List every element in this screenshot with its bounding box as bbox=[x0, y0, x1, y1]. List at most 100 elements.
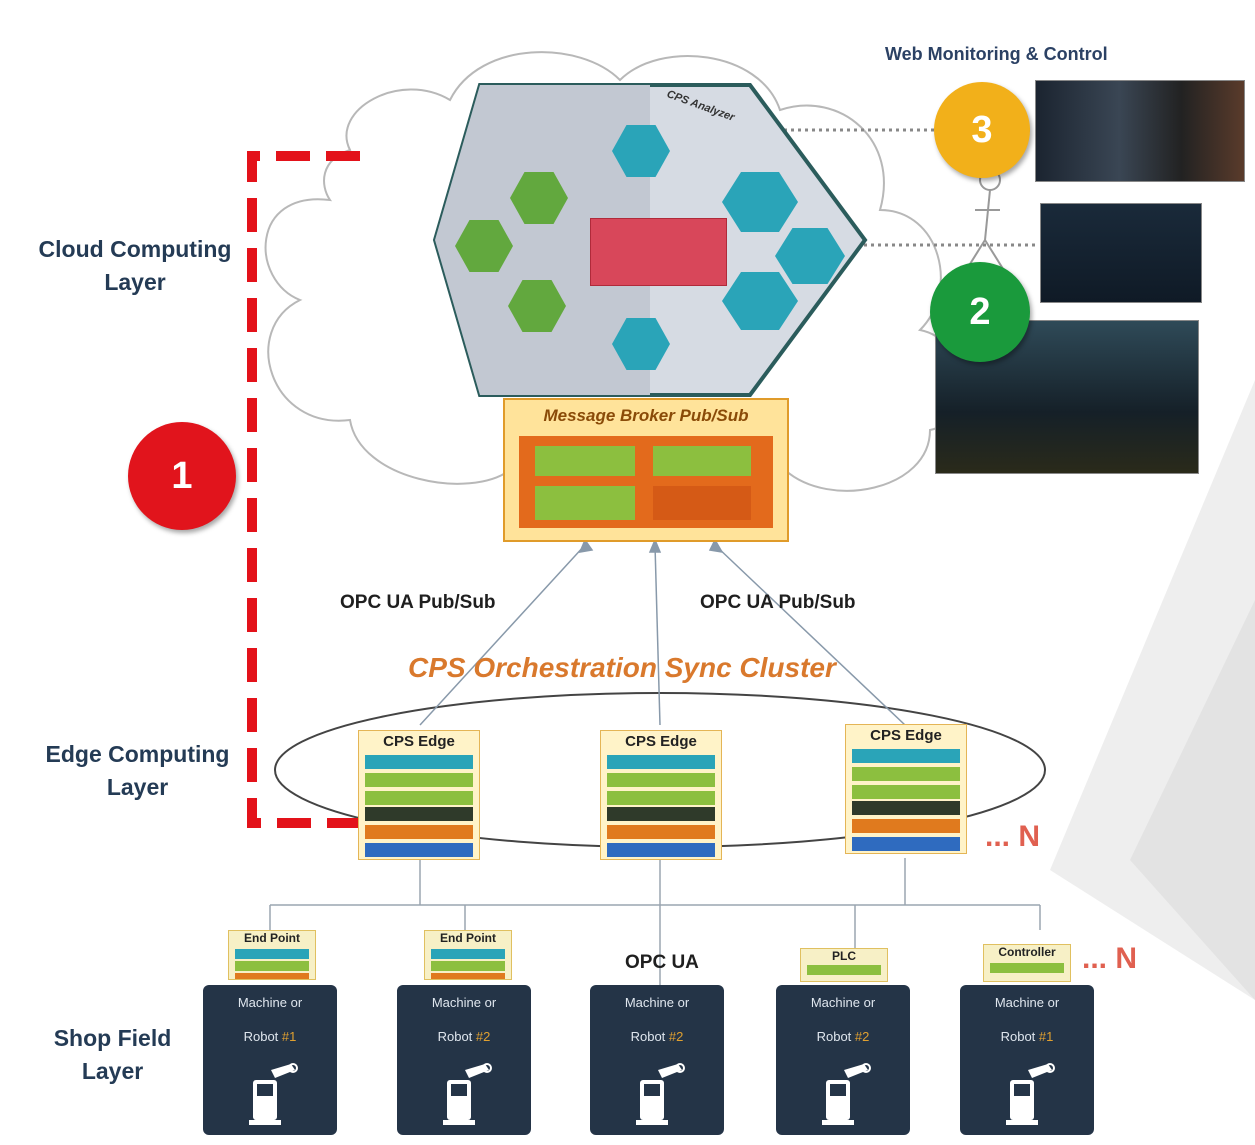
edge-band bbox=[365, 755, 473, 769]
edge-band bbox=[365, 843, 473, 857]
machine-robot-label: Robot #2 bbox=[590, 1029, 724, 1044]
badge-3: 3 bbox=[934, 82, 1030, 178]
opc-ua-logo: OPC UA bbox=[625, 952, 699, 973]
endpoint-band bbox=[807, 965, 881, 975]
dashboard-screenshot bbox=[1040, 203, 1202, 303]
machine-card: Machine or Robot #2 bbox=[590, 985, 724, 1135]
opc-ua-pubsub-right: OPC UA Pub/Sub bbox=[700, 592, 856, 614]
hex-node bbox=[508, 280, 566, 332]
robot-number: #2 bbox=[475, 1029, 491, 1044]
web-monitoring-title: Web Monitoring & Control bbox=[885, 44, 1108, 64]
n-marker-shop: ... N bbox=[1082, 942, 1138, 975]
hex-node bbox=[722, 172, 798, 232]
machine-robot-label: Robot #2 bbox=[397, 1029, 531, 1044]
broker-cell bbox=[535, 486, 635, 520]
cps-edge-box: CPS Edge bbox=[358, 730, 480, 860]
machine-label: Machine or bbox=[810, 995, 876, 1010]
endpoint-band bbox=[431, 961, 505, 971]
machine-card: Machine or Robot #2 bbox=[776, 985, 910, 1135]
machine-label: Machine or bbox=[431, 995, 497, 1010]
broker-title: Message Broker Pub/Sub bbox=[543, 406, 749, 425]
edge-band bbox=[365, 773, 473, 787]
edge-band bbox=[607, 807, 715, 821]
opc-ua-pubsub-left: OPC UA Pub/Sub bbox=[340, 592, 496, 614]
robot-number: #1 bbox=[1038, 1029, 1054, 1044]
robot-icon bbox=[249, 1063, 298, 1125]
plc-tag: PLC bbox=[800, 948, 888, 982]
robot-text: Robot bbox=[816, 1029, 852, 1044]
broker-cell bbox=[653, 486, 751, 520]
badge-1: 1 bbox=[128, 422, 236, 530]
cloud-layer-label: Cloud Computing Layer bbox=[38, 236, 232, 296]
controller-tag: Controller bbox=[983, 944, 1071, 982]
robot-icon bbox=[1006, 1063, 1055, 1125]
broker-inner bbox=[519, 436, 773, 528]
endpoint-title: End Point bbox=[244, 931, 300, 945]
edge-band bbox=[852, 819, 960, 833]
machine-label: Machine or bbox=[237, 995, 303, 1010]
robot-icon bbox=[822, 1063, 871, 1125]
cps-edge-box: CPS Edge bbox=[600, 730, 722, 860]
monitoring-screenshot bbox=[1035, 80, 1245, 182]
orchestration-title: CPS Orchestration Sync Cluster bbox=[408, 652, 836, 683]
robot-icon bbox=[636, 1063, 685, 1125]
edge-band bbox=[365, 825, 473, 839]
endpoint-band bbox=[235, 949, 309, 959]
endpoint-tag: End Point bbox=[228, 930, 316, 980]
opc-ua-logo: OPC UA bbox=[340, 592, 414, 613]
machine-label: Machine or bbox=[624, 995, 690, 1010]
machine-card: Machine or Robot #1 bbox=[203, 985, 337, 1135]
edge-band bbox=[607, 755, 715, 769]
edge-band bbox=[365, 807, 473, 821]
analytics-box bbox=[590, 218, 727, 286]
broker-cell bbox=[653, 446, 751, 476]
robot-text: Robot bbox=[437, 1029, 473, 1044]
edge-band bbox=[852, 837, 960, 851]
edge-band bbox=[607, 843, 715, 857]
robot-number: #1 bbox=[281, 1029, 297, 1044]
hex-node bbox=[612, 125, 670, 177]
edge-band bbox=[852, 801, 960, 815]
robot-icon bbox=[443, 1063, 492, 1125]
machine-label: Machine or bbox=[994, 995, 1060, 1010]
edge-band bbox=[607, 773, 715, 787]
machine-card: Machine or Robot #2 bbox=[397, 985, 531, 1135]
machine-card: Machine or Robot #1 bbox=[960, 985, 1094, 1135]
edge-layer-label: Edge Computing Layer bbox=[45, 741, 230, 801]
hex-node bbox=[612, 318, 670, 370]
endpoint-band bbox=[431, 973, 505, 979]
cps-edge-box: CPS Edge bbox=[845, 724, 967, 854]
dashed-bracket bbox=[247, 151, 365, 828]
endpoint-band bbox=[235, 973, 309, 979]
endpoint-tag: End Point bbox=[424, 930, 512, 980]
endpoint-title: PLC bbox=[832, 949, 856, 963]
n-marker-edge: ... N bbox=[985, 820, 1041, 853]
edge-band bbox=[852, 749, 960, 763]
hex-node bbox=[722, 272, 798, 330]
robot-number: #2 bbox=[854, 1029, 870, 1044]
robot-text: Robot bbox=[1000, 1029, 1036, 1044]
opc-pubsub-text: Pub/Sub bbox=[778, 592, 856, 613]
hex-node bbox=[510, 172, 568, 224]
opc-pubsub-text: Pub/Sub bbox=[418, 592, 496, 613]
endpoint-band bbox=[990, 963, 1064, 973]
machine-robot-label: Robot #1 bbox=[960, 1029, 1094, 1044]
message-broker: Message Broker Pub/Sub bbox=[503, 398, 789, 542]
machine-robot-label: Robot #1 bbox=[203, 1029, 337, 1044]
shop-layer-label: Shop Field Layer bbox=[53, 1025, 172, 1085]
edge-band bbox=[365, 791, 473, 805]
endpoint-title: Controller bbox=[998, 945, 1056, 959]
broker-cell bbox=[535, 446, 635, 476]
edge-band bbox=[607, 791, 715, 805]
edge-title: CPS Edge bbox=[870, 727, 942, 744]
edge-band bbox=[852, 785, 960, 799]
endpoint-band bbox=[431, 949, 505, 959]
hex-node bbox=[775, 228, 845, 284]
endpoint-title: End Point bbox=[440, 931, 496, 945]
edge-title: CPS Edge bbox=[383, 733, 455, 750]
edge-title: CPS Edge bbox=[625, 733, 697, 750]
edge-band bbox=[852, 767, 960, 781]
robot-text: Robot bbox=[243, 1029, 279, 1044]
robot-text: Robot bbox=[630, 1029, 666, 1044]
edge-band bbox=[607, 825, 715, 839]
